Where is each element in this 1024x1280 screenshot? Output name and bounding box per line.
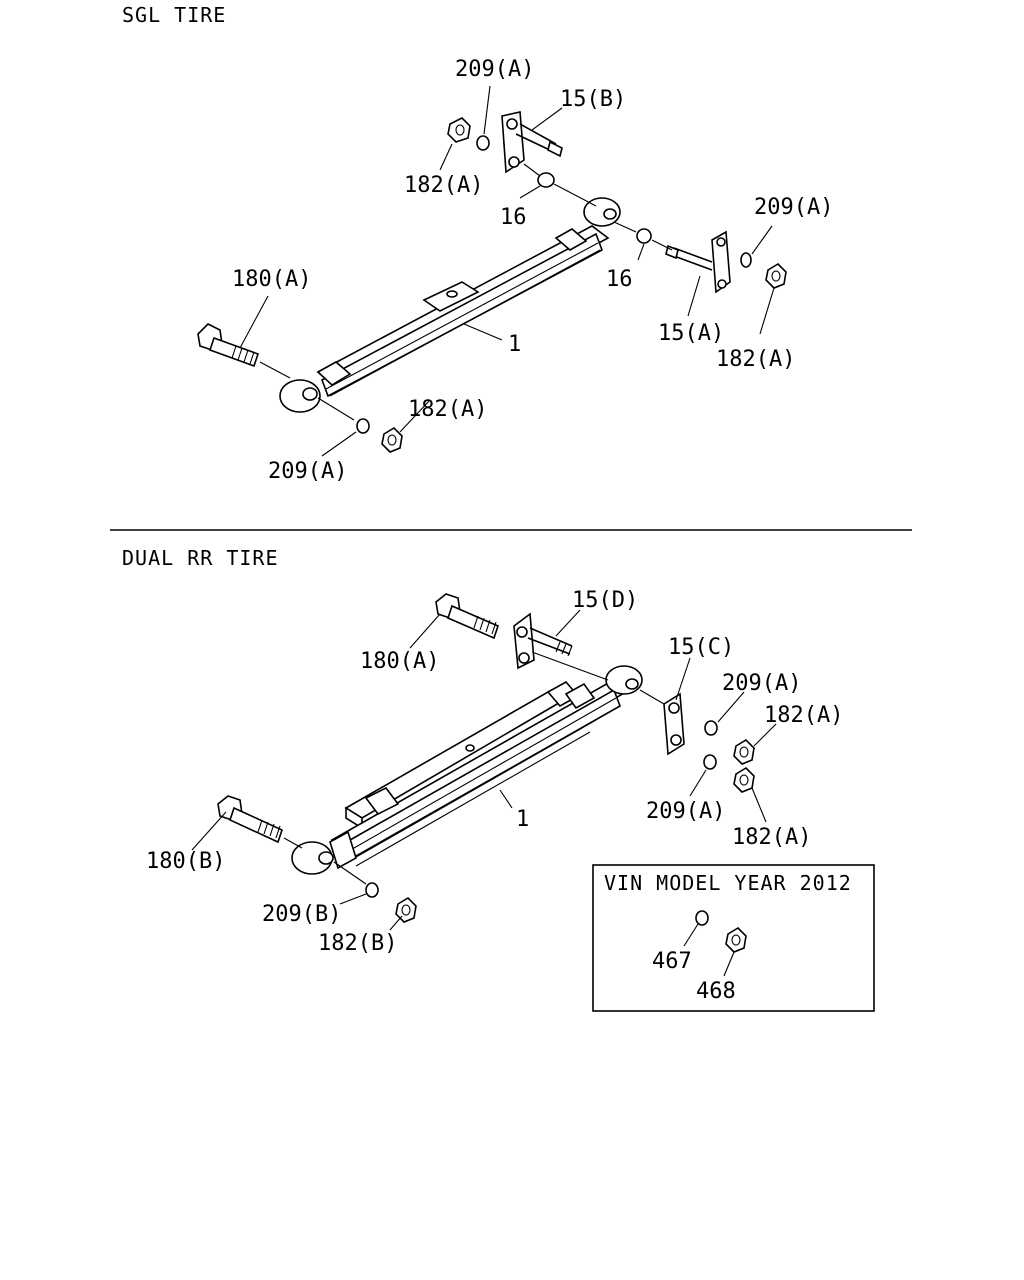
callout-1-dual: 1	[516, 807, 529, 832]
callout-209a-bottom: 209(A)	[268, 459, 347, 484]
callout-15b: 15(B)	[560, 87, 626, 112]
nut-182a-lower	[733, 766, 755, 793]
callout-182a-lower: 182(A)	[732, 825, 811, 850]
washer-209a-bottom	[356, 418, 370, 434]
nut-182a-right	[765, 262, 787, 289]
nut-182a-top	[447, 117, 471, 143]
callout-468: 468	[696, 979, 736, 1004]
leaf-spring-dual	[291, 665, 643, 875]
callout-15a: 15(A)	[658, 321, 724, 346]
leader-lines-dual	[191, 609, 777, 931]
bushing-16-right	[613, 221, 673, 251]
section-title-dual-rr-tire: DUAL RR TIRE	[122, 546, 279, 570]
callout-209a-lower: 209(A)	[646, 799, 725, 824]
callout-16-top: 16	[500, 205, 527, 230]
nut-182b	[395, 896, 417, 923]
shackle-15b	[501, 111, 563, 174]
callout-15c: 15(C)	[668, 635, 734, 660]
washer-209a-right	[740, 252, 752, 268]
leaf-spring-single	[279, 197, 621, 413]
callout-182b: 182(B)	[318, 931, 397, 956]
callout-209a-upper: 209(A)	[722, 671, 801, 696]
callout-16-right: 16	[606, 267, 633, 292]
vin-model-year-box: VIN MODEL YEAR 2012 467 468	[592, 864, 875, 1012]
washer-209a-upper	[704, 720, 718, 736]
nut-468	[725, 926, 747, 953]
callout-209b: 209(B)	[262, 902, 341, 927]
bolt-180b	[217, 795, 303, 849]
callout-182a-upper: 182(A)	[764, 703, 843, 728]
shackle-15c	[639, 689, 685, 756]
section-title-sgl-tire: SGL TIRE	[122, 3, 226, 27]
shackle-15d	[513, 612, 609, 681]
callout-180a-dual: 180(A)	[360, 649, 439, 674]
callout-180a-single: 180(A)	[232, 267, 311, 292]
callout-182a-bottom: 182(A)	[408, 397, 487, 422]
callout-467: 467	[652, 949, 692, 974]
callout-182a-top: 182(A)	[404, 173, 483, 198]
bushing-16-top	[523, 163, 597, 207]
callout-15d: 15(D)	[572, 588, 638, 613]
callout-180b: 180(B)	[146, 849, 225, 874]
washer-209b	[365, 882, 379, 898]
bolt-180a-single	[197, 323, 291, 379]
callout-209a-top: 209(A)	[455, 57, 534, 82]
callout-209a-right: 209(A)	[754, 195, 833, 220]
nut-182a-bottom	[381, 426, 403, 453]
bolt-180a-dual	[435, 593, 499, 640]
callout-182a-right: 182(A)	[716, 347, 795, 372]
washer-467	[695, 910, 709, 926]
callout-1-single: 1	[508, 332, 521, 357]
leader-lines-single	[239, 85, 775, 457]
washer-209a-lower	[703, 754, 717, 770]
washer-209a-top	[476, 135, 490, 151]
nut-182a-upper	[733, 738, 755, 765]
vin-box-title: VIN MODEL YEAR 2012	[604, 871, 852, 895]
